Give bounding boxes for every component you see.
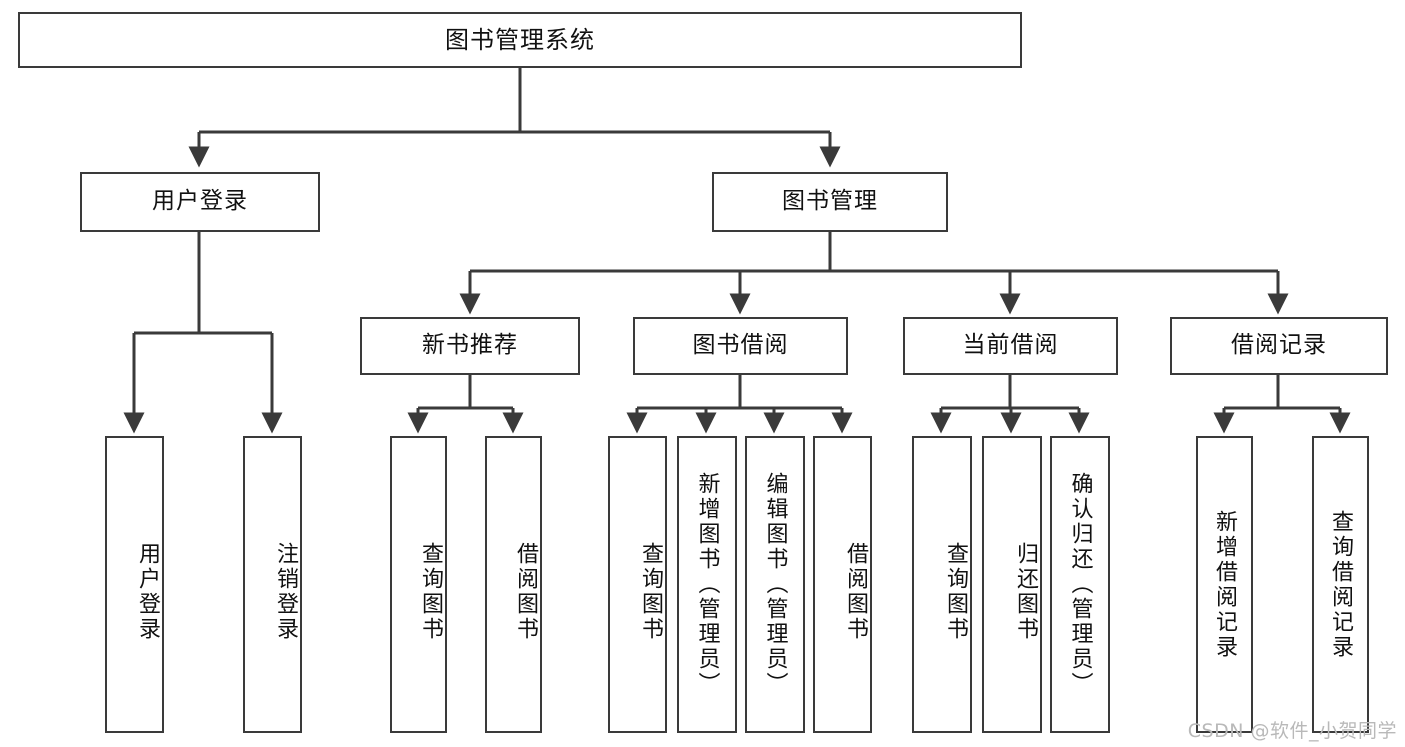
node-leaf-add-record[interactable]: 新增借阅记录 — [1196, 436, 1253, 733]
node-leaf-logout[interactable]: 注销登录 — [243, 436, 302, 733]
node-borrow-record[interactable]: 借阅记录 — [1170, 317, 1388, 375]
watermark: CSDN @软件_小贺同学 — [1187, 720, 1397, 742]
node-leaf-borrow-book-2[interactable]: 借阅图书 — [813, 436, 872, 733]
node-current-borrow[interactable]: 当前借阅 — [903, 317, 1118, 375]
node-leaf-query-book-1[interactable]: 查询图书 — [390, 436, 447, 733]
node-leaf-return-book[interactable]: 归还图书 — [982, 436, 1042, 733]
node-leaf-query-book-3[interactable]: 查询图书 — [912, 436, 972, 733]
node-book-management-system[interactable]: 图书管理系统 — [18, 12, 1022, 68]
node-new-book-recommend[interactable]: 新书推荐 — [360, 317, 580, 375]
node-leaf-edit-book[interactable]: 编辑图书（管理员） — [745, 436, 805, 733]
node-user-login[interactable]: 用户登录 — [80, 172, 320, 232]
node-leaf-query-record[interactable]: 查询借阅记录 — [1312, 436, 1369, 733]
node-leaf-query-book-2[interactable]: 查询图书 — [608, 436, 667, 733]
node-leaf-add-book[interactable]: 新增图书（管理员） — [677, 436, 737, 733]
node-book-borrow[interactable]: 图书借阅 — [633, 317, 848, 375]
node-leaf-confirm-return[interactable]: 确认归还（管理员） — [1050, 436, 1110, 733]
node-leaf-borrow-book-1[interactable]: 借阅图书 — [485, 436, 542, 733]
node-leaf-user-login[interactable]: 用户登录 — [105, 436, 164, 733]
node-book-manage[interactable]: 图书管理 — [712, 172, 948, 232]
